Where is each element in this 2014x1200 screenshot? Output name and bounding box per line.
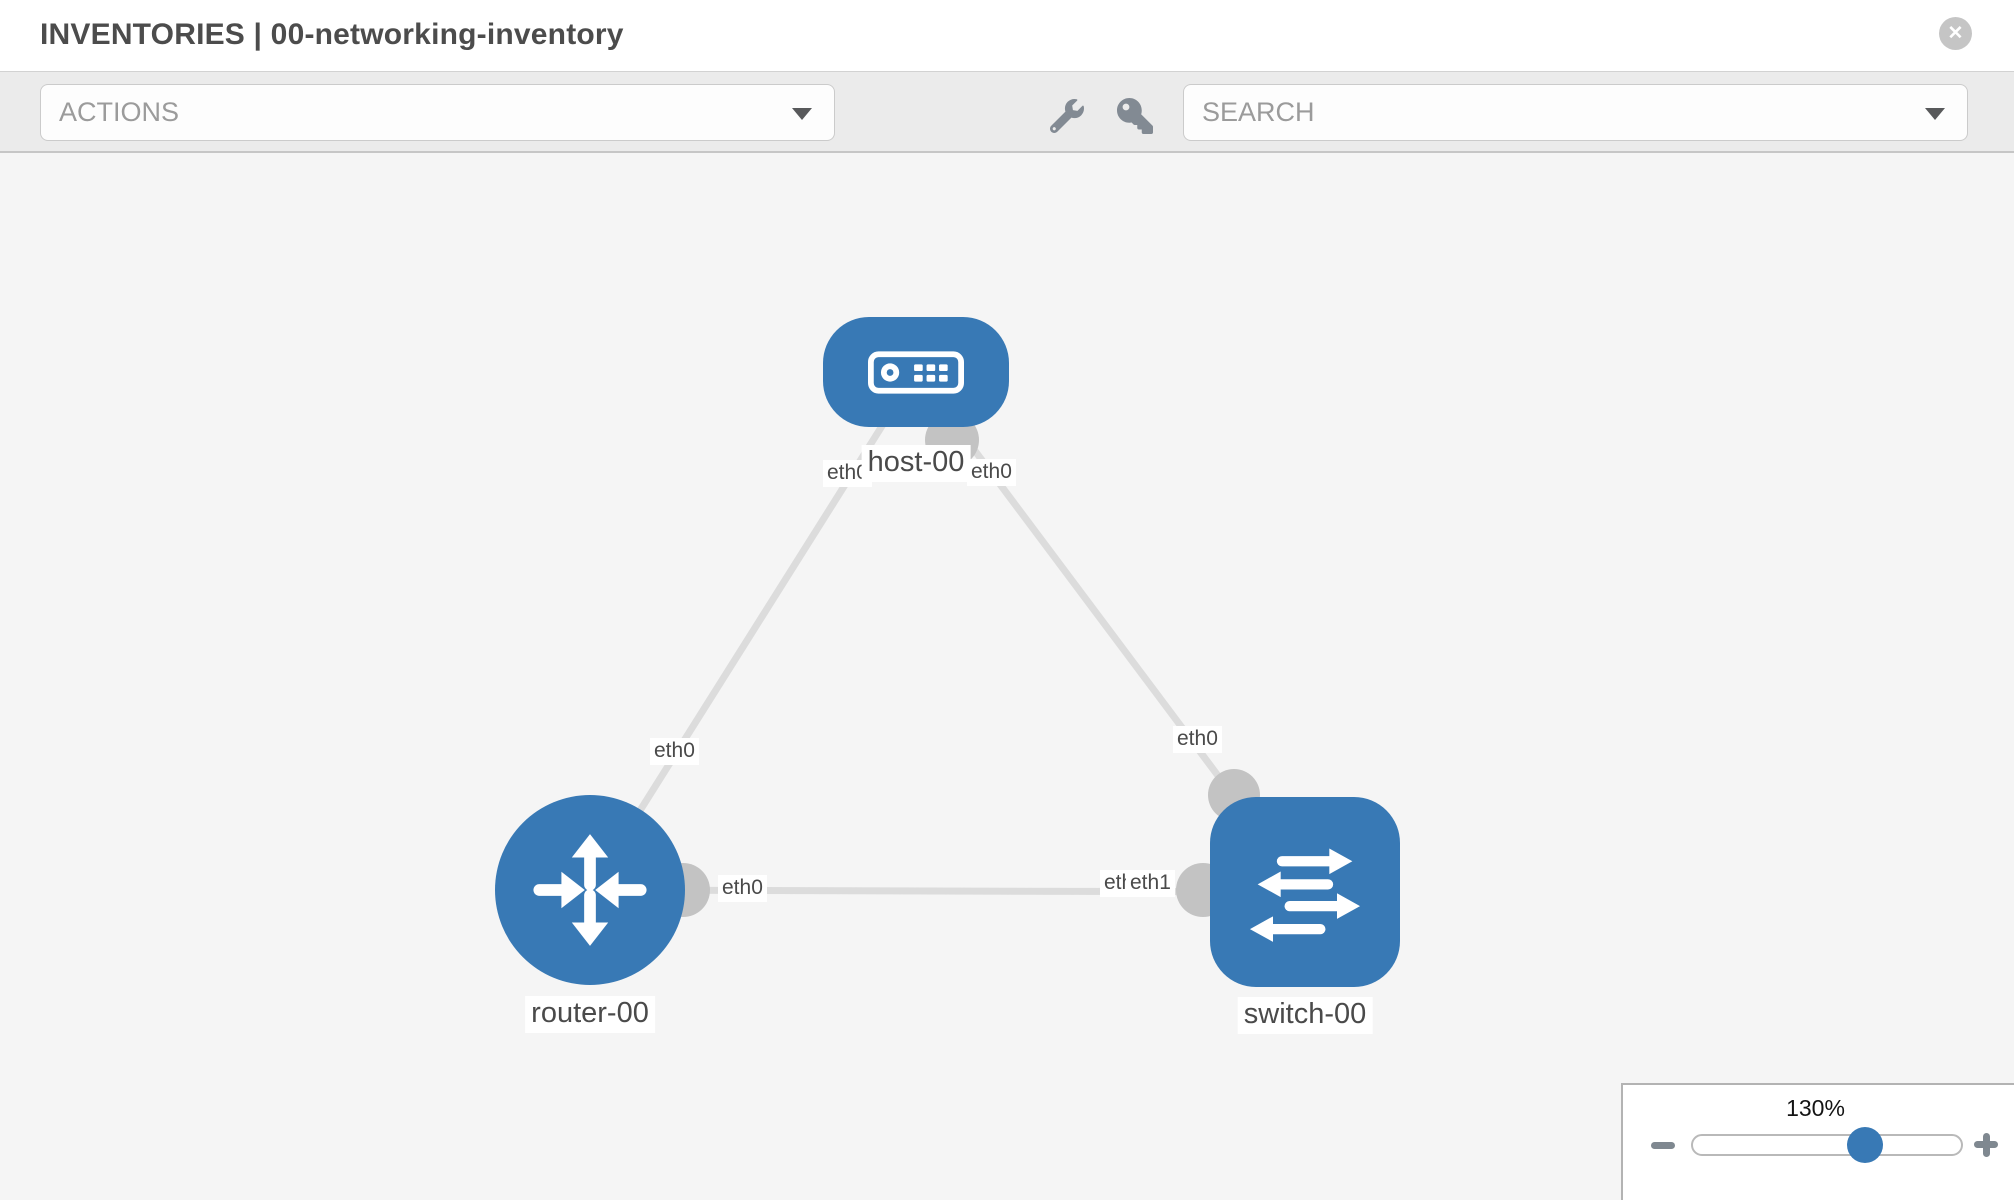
wrench-button[interactable]	[1043, 92, 1091, 140]
topology-links	[587, 369, 1308, 917]
interface-label: eth0	[1173, 726, 1222, 753]
wrench-icon	[1050, 99, 1084, 133]
node-label-router-00: router-00	[525, 996, 655, 1033]
interface-label: eth1	[1126, 870, 1175, 897]
node-label-host-00: host-00	[861, 445, 971, 482]
chevron-down-icon	[792, 108, 812, 120]
host-icon	[868, 350, 964, 394]
zoom-in-button[interactable]	[1971, 1129, 2001, 1159]
interface-label: eth0	[650, 738, 699, 765]
node-router-00[interactable]	[495, 795, 685, 985]
zoom-slider-track[interactable]	[1691, 1134, 1963, 1156]
minus-icon	[1651, 1142, 1675, 1149]
node-label-switch-00: switch-00	[1237, 997, 1373, 1034]
topology-canvas[interactable]: eth0 eth0 eth0 eth0 eth0 eth0 eth1 host-…	[0, 153, 2014, 1200]
toolbar: ACTIONS SEARCH	[0, 71, 2014, 153]
key-icon	[1117, 98, 1153, 134]
key-button[interactable]	[1111, 92, 1159, 140]
actions-dropdown-value: ACTIONS	[59, 97, 180, 127]
zoom-out-button[interactable]	[1649, 1135, 1677, 1155]
close-button[interactable]: ✕	[1939, 17, 1972, 50]
node-switch-00[interactable]	[1210, 797, 1400, 987]
close-icon: ✕	[1947, 23, 1964, 44]
search-dropdown-value: SEARCH	[1202, 97, 1315, 127]
page-title: INVENTORIES | 00-networking-inventory	[40, 18, 624, 51]
zoom-panel: 130%	[1621, 1083, 2014, 1200]
search-dropdown[interactable]: SEARCH	[1183, 84, 1968, 141]
router-icon	[533, 834, 647, 946]
chevron-down-icon	[1925, 108, 1945, 120]
zoom-slider-thumb[interactable]	[1847, 1127, 1883, 1163]
node-host-00[interactable]	[823, 317, 1009, 427]
switch-icon	[1249, 848, 1361, 942]
interface-label: eth0	[718, 875, 767, 902]
interface-label: eth0	[967, 459, 1016, 486]
zoom-level: 130%	[1786, 1095, 1845, 1121]
actions-dropdown[interactable]: ACTIONS	[40, 84, 835, 141]
header: INVENTORIES | 00-networking-inventory ✕	[0, 0, 2014, 71]
